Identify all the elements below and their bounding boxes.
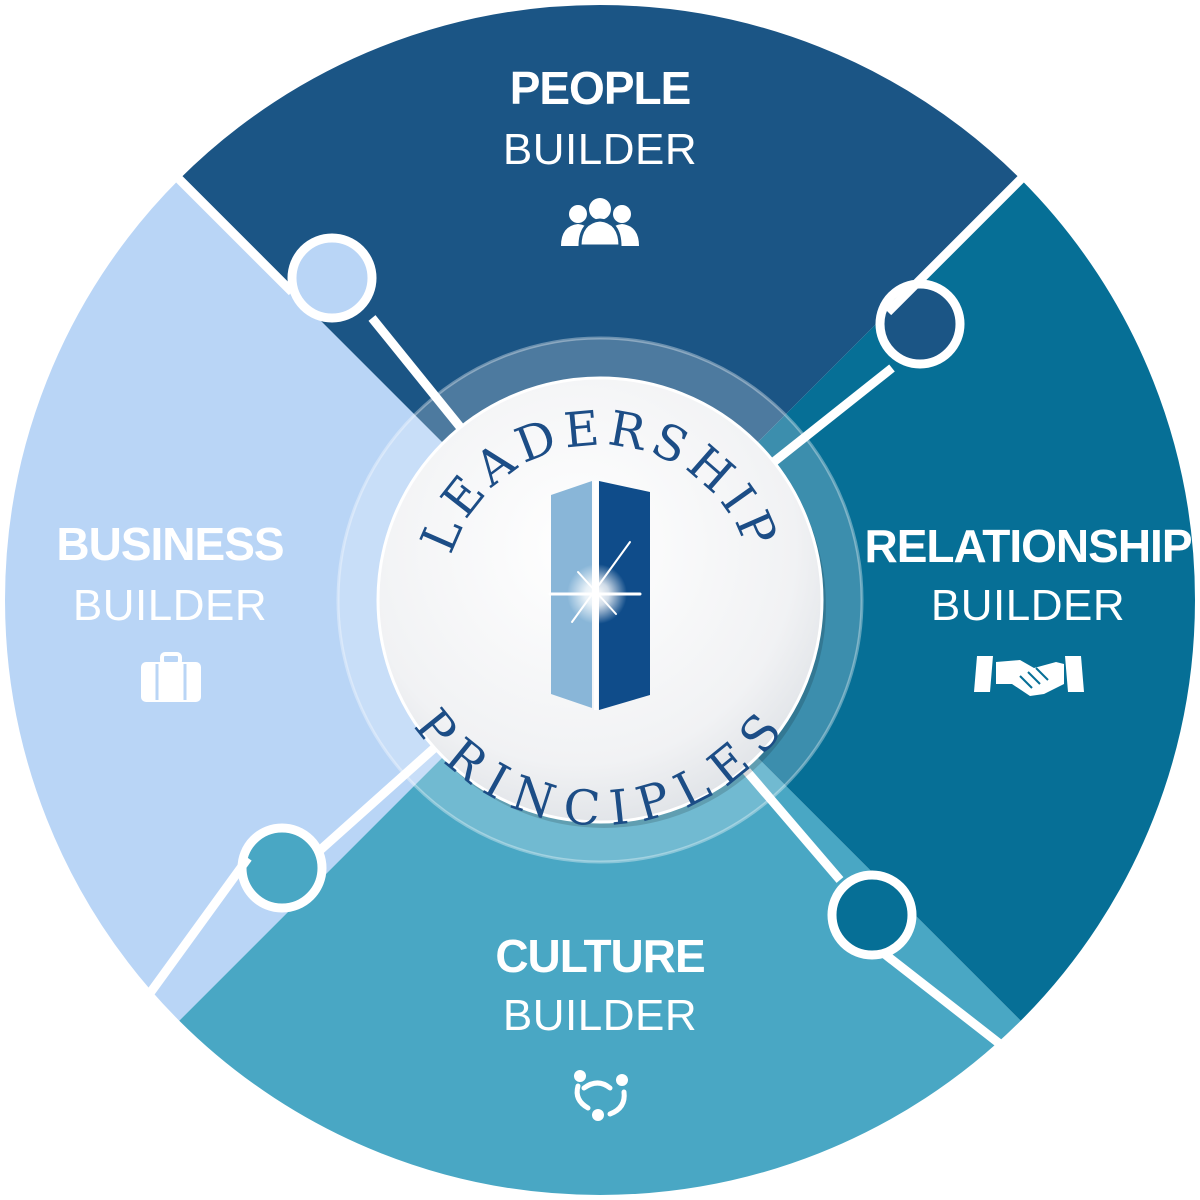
relationship-title: RELATIONSHIP (864, 520, 1191, 572)
relationship-tab (884, 288, 956, 360)
business-tab-bottom (246, 832, 318, 904)
business-builder-label: BUSINESS BUILDER (56, 518, 285, 702)
culture-segment (3, 600, 1197, 1197)
culture-tab-right (836, 879, 908, 951)
people-tab-left (296, 242, 368, 314)
people-builder-label: PEOPLE BUILDER (503, 62, 697, 248)
relationship-builder-label: RELATIONSHIP BUILDER (864, 520, 1193, 696)
people-segment (3, 3, 1197, 600)
briefcase-icon (141, 652, 201, 702)
business-segment (3, 3, 600, 1197)
people-subtitle: BUILDER (503, 125, 697, 174)
open-door-logo-icon (548, 481, 650, 710)
relationship-segment (600, 3, 1197, 1197)
leadership-principles-badge: LEADERSHIP PRINCIPLES (376, 376, 826, 838)
business-title: BUSINESS (56, 518, 283, 570)
people-group-icon (561, 198, 639, 248)
culture-subtitle: BUILDER (503, 991, 697, 1040)
relationship-subtitle: BUILDER (931, 581, 1125, 630)
culture-builder-label: CULTURE BUILDER (495, 930, 706, 1121)
culture-title: CULTURE (495, 930, 704, 982)
business-subtitle: BUILDER (73, 581, 267, 630)
connected-people-cycle-icon (574, 1070, 628, 1121)
handshake-icon (974, 656, 1084, 696)
people-title: PEOPLE (510, 62, 691, 114)
